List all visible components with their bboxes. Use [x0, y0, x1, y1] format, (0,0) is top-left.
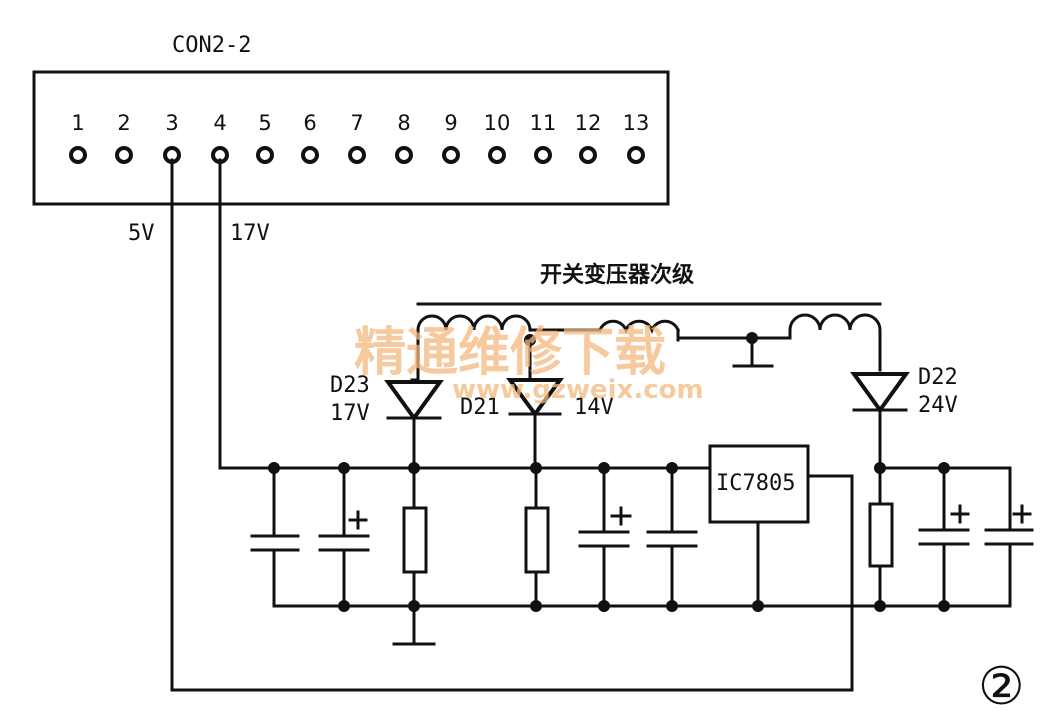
- pin-label-12: 12: [575, 111, 602, 135]
- transformer-label: 开关变压器次级: [540, 262, 694, 288]
- diode-d21: [506, 378, 564, 470]
- pin-terminal-2: [115, 146, 133, 164]
- centre-tap-ground: [732, 336, 774, 368]
- pin-terminal-9: [442, 146, 460, 164]
- figure-number: ②: [978, 657, 1025, 717]
- pin-terminal-13: [627, 146, 645, 164]
- pin-terminal-8: [395, 146, 413, 164]
- diode-d22: [850, 372, 910, 470]
- rail-ground: [272, 558, 1012, 608]
- diode-d23-voltage: 17V: [330, 401, 370, 426]
- resistor-r2: [524, 466, 550, 608]
- pin-label-7: 7: [350, 111, 363, 135]
- pin-label-3: 3: [165, 111, 178, 135]
- pin-label-13: 13: [623, 111, 650, 135]
- capacitor-c6: [984, 498, 1034, 562]
- wire-5v: [170, 158, 854, 692]
- rail-17v-label: 17V: [230, 221, 270, 246]
- ground-symbol: [392, 604, 436, 646]
- diode-d22-name: D22: [918, 365, 958, 390]
- pin-terminal-7: [348, 146, 366, 164]
- connector-box: [32, 70, 670, 206]
- capacitor-c5: [918, 466, 970, 608]
- diode-d21-name: D21: [460, 395, 500, 420]
- pin-label-2: 2: [117, 111, 130, 135]
- capacitor-c2: [318, 466, 370, 608]
- pin-label-8: 8: [397, 111, 410, 135]
- pin-terminal-10: [488, 146, 506, 164]
- wire-17v: [218, 158, 270, 470]
- watermark-cn: 精通维修下载: [354, 323, 666, 383]
- capacitor-c1: [250, 466, 300, 608]
- pin-label-4: 4: [213, 111, 226, 135]
- regulator-label: IC7805: [716, 471, 795, 496]
- diode-d22-voltage: 24V: [918, 393, 958, 418]
- transformer-winding: [416, 313, 882, 372]
- pin-terminal-5: [256, 146, 274, 164]
- diode-d21-voltage: 14V: [574, 395, 614, 420]
- connector-name: CON2-2: [172, 33, 251, 58]
- resistor-r3: [868, 466, 894, 608]
- capacitor-c3: [578, 466, 632, 608]
- resistor-r1: [402, 466, 428, 608]
- pin-label-1: 1: [71, 111, 84, 135]
- pin-label-10: 10: [484, 111, 511, 135]
- pin-terminal-12: [579, 146, 597, 164]
- pin-label-9: 9: [444, 111, 457, 135]
- capacitor-c4: [646, 466, 698, 608]
- pin-terminal-1: [69, 146, 87, 164]
- pin-label-5: 5: [258, 111, 271, 135]
- rail-top-right: [878, 466, 1012, 502]
- diode-d23-name: D23: [330, 373, 370, 398]
- pin-label-6: 6: [303, 111, 316, 135]
- pin-terminal-11: [534, 146, 552, 164]
- watermark-url: www.gzweix.com: [452, 375, 704, 405]
- pin-label-11: 11: [530, 111, 557, 135]
- diode-d23: [384, 380, 444, 470]
- pin-terminal-6: [301, 146, 319, 164]
- rail-5v-label: 5V: [128, 221, 155, 246]
- junction-dots: [268, 462, 950, 612]
- regulator-ic7805: [708, 444, 810, 608]
